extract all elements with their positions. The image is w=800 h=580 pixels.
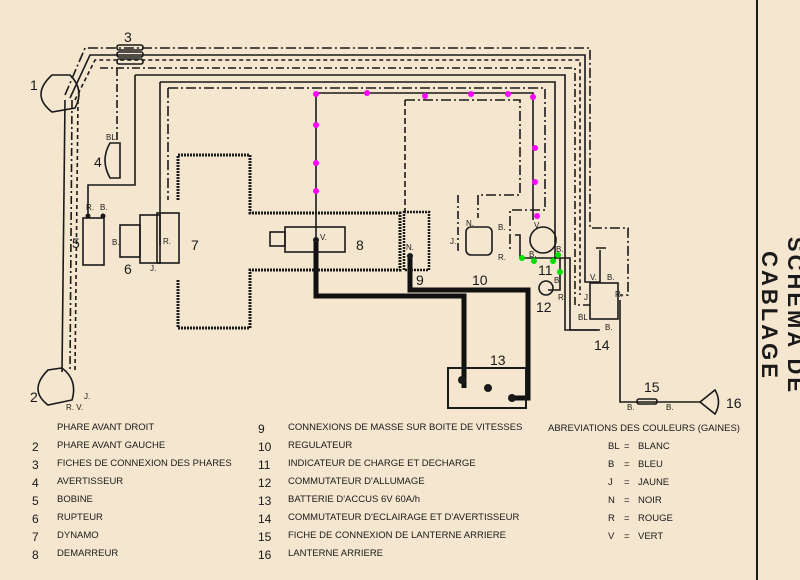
- code-sw-j: J: [584, 293, 588, 302]
- code-ign-r: R.: [558, 293, 566, 302]
- wire-tail: [619, 300, 700, 403]
- regulator: [465, 226, 493, 256]
- code-gauge-b2: B.: [556, 245, 564, 254]
- frame-border: [756, 0, 758, 580]
- wire-hl2-a: [61, 99, 66, 373]
- code-sw-b2: B.: [605, 323, 613, 332]
- abbreviation-item: J=JAUNE: [608, 477, 670, 488]
- code-ign-b: B.: [554, 276, 562, 285]
- battery-cable-mass: [407, 256, 531, 401]
- code-hl2-j: J.: [84, 392, 90, 401]
- abbreviations-heading: ABREVIATIONS DES COULEURS (GAINES): [548, 423, 740, 434]
- wire-7: [168, 87, 546, 250]
- label-11: 11: [538, 262, 553, 278]
- code-tail-b2: B.: [666, 403, 674, 412]
- magenta-markers: [313, 90, 540, 219]
- abbreviation-item: V=VERT: [608, 531, 664, 542]
- label-1: 1: [30, 77, 38, 93]
- lighting-switch-lever: [596, 247, 606, 283]
- code-coil-b: B.: [100, 203, 108, 212]
- code-coil-r: R.: [86, 203, 94, 212]
- wire-reg-n: [405, 99, 521, 218]
- dynamo-body: [139, 214, 161, 264]
- code-mass-n: N.: [406, 243, 414, 252]
- wire-reg-j: [457, 195, 462, 251]
- label-14: 14: [594, 337, 610, 353]
- code-rupteur-b: B.: [112, 238, 120, 247]
- wire-harness-1: [64, 47, 629, 296]
- code-reg-n: N.: [466, 219, 474, 228]
- label-4: 4: [94, 154, 102, 170]
- code-dyn-r: R.: [163, 237, 171, 246]
- wire-hl2-c: [74, 99, 79, 373]
- code-gauge-v: V.: [534, 221, 541, 230]
- coil: [82, 217, 105, 266]
- code-sw-b: B.: [607, 273, 615, 282]
- diagram-title: SCHÉMA DE CABLAGE: [757, 236, 800, 396]
- battery-cable-starter: [313, 240, 467, 388]
- headlamp-connectors: [116, 44, 144, 65]
- code-tail-b1: B.: [627, 403, 635, 412]
- code-sw-v: V.: [590, 273, 597, 282]
- label-7: 7: [191, 237, 199, 253]
- label-3: 3: [124, 29, 132, 45]
- label-8: 8: [356, 237, 364, 253]
- label-6: 6: [124, 261, 132, 277]
- horn: [104, 142, 121, 179]
- code-gauge-b1: B.: [529, 250, 537, 259]
- mass-connection-box: [402, 210, 431, 272]
- starter-pinion: [269, 231, 286, 247]
- lighting-switch: [589, 282, 619, 320]
- label-16: 16: [726, 395, 742, 411]
- label-2: 2: [30, 389, 38, 405]
- wire-6: [160, 81, 556, 260]
- code-horn: BL.: [106, 133, 118, 142]
- wire-harness-2: [69, 54, 600, 283]
- label-9: 9: [416, 272, 424, 288]
- label-12: 12: [536, 299, 552, 315]
- code-dyn-j: J.: [150, 264, 156, 273]
- abbreviation-item: N=NOIR: [608, 495, 662, 506]
- headlamp-front-right: [40, 74, 80, 113]
- wire-gauge-ign: [515, 234, 561, 291]
- wire-harness-4: [100, 67, 590, 306]
- charge-indicator: [529, 226, 557, 254]
- abbreviation-item: B=BLEU: [608, 459, 663, 470]
- wiring-diagram: 1 2 3 4 5 6 7 8 9 10 11 12 13 14 15 16 B…: [30, 29, 742, 416]
- code-reg-r: R.: [498, 253, 506, 262]
- breaker: [119, 224, 141, 258]
- code-reg-j: J.: [450, 237, 456, 246]
- ignition-switch: [538, 280, 554, 296]
- tail-lamp: [698, 388, 720, 416]
- label-13: 13: [490, 352, 506, 368]
- wire-coil: [87, 75, 136, 215]
- label-5: 5: [72, 235, 80, 251]
- label-15: 15: [644, 379, 660, 395]
- code-starter-v: V.: [320, 233, 327, 242]
- code-reg-b: B.: [498, 223, 506, 232]
- wire-starter-gauge: [316, 92, 534, 220]
- code-hl2-rv: R. V.: [66, 403, 83, 412]
- wire-gauge-sw: [560, 257, 598, 331]
- dynamo-end: [156, 212, 180, 264]
- abbreviation-item: BL=BLANC: [608, 441, 670, 452]
- tail-connector: [636, 398, 658, 405]
- abbreviation-item: R=ROUGE: [608, 513, 673, 524]
- battery: [447, 367, 527, 409]
- label-10: 10: [472, 272, 488, 288]
- engine-outline: [176, 153, 402, 330]
- wire-hl2-b: [69, 99, 73, 373]
- wire-harness-3: [74, 59, 581, 295]
- headlamp-front-left: [37, 367, 75, 406]
- code-sw-r: R.: [615, 290, 623, 299]
- code-sw-bl: BL: [578, 313, 588, 322]
- green-markers: [519, 252, 563, 275]
